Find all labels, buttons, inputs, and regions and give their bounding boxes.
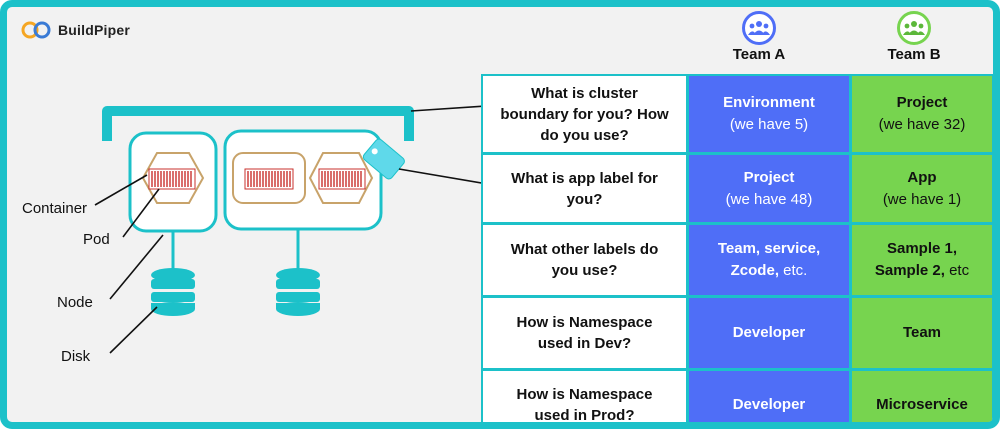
cluster-diagram xyxy=(94,105,487,354)
team-b-cell: Project (we have 32) xyxy=(852,76,992,152)
question-cell: What is cluster boundary for you? How do… xyxy=(483,76,686,152)
team-b-cell: Team xyxy=(852,298,992,368)
team-b-cell: Microservice xyxy=(852,371,992,422)
cluster-boundary-pointer-line xyxy=(410,105,487,112)
team-b-answer-line2: Sample 2, etc xyxy=(875,260,969,282)
team-a-answer-note: (we have 48) xyxy=(725,190,813,208)
team-a-answer-line2-main: Zcode, xyxy=(730,262,779,279)
team-a-label: Team A xyxy=(732,46,786,63)
disk-icon-2 xyxy=(276,268,320,316)
team-a-answer-main: Project xyxy=(743,168,795,186)
team-b-cell: Sample 1, Sample 2, etc xyxy=(852,225,992,295)
team-a-answer-line1: Team, service, xyxy=(717,240,821,258)
team-a-answer-note: (we have 5) xyxy=(729,116,809,133)
team-b-answer-note: (we have 1) xyxy=(882,190,962,208)
app-label-pointer-line xyxy=(398,168,487,185)
team-b-answer-line2-note: etc xyxy=(944,262,970,279)
team-a-answer-main: Developer xyxy=(732,324,806,342)
team-b-label: Team B xyxy=(887,46,941,63)
question-cell: What other labels do you use? xyxy=(483,225,686,295)
team-a-cell: Project (we have 48) xyxy=(689,155,849,222)
team-b-header: Team B xyxy=(859,11,969,63)
team-b-answer-main: Team xyxy=(902,324,942,342)
question-cell: How is Namespace used in Prod? xyxy=(483,371,686,422)
team-a-cell: Developer xyxy=(689,371,849,422)
team-b-answer-line2-main: Sample 2, xyxy=(874,262,945,279)
container-label: Container xyxy=(22,200,88,217)
team-b-answer-line1: Sample 1, xyxy=(886,240,958,258)
container-barcode-lines-2a xyxy=(247,171,291,187)
team-a-cell: Developer xyxy=(689,298,849,368)
disk-icon-1 xyxy=(151,268,195,316)
container-pointer-line xyxy=(94,174,148,206)
team-a-cell: Team, service, Zcode, etc. xyxy=(689,225,849,295)
pod-label: Pod xyxy=(83,231,110,248)
brand-name: BuildPiper xyxy=(58,22,131,38)
pod-pointer-line xyxy=(122,188,160,238)
team-a-answer-main: Environment xyxy=(723,94,815,112)
container-barcode-lines-1 xyxy=(151,171,192,187)
team-a-header: Team A xyxy=(704,11,814,63)
node-pointer-line xyxy=(109,234,164,300)
team-b-answer-main: Project xyxy=(896,94,948,112)
team-a-answer-main: Developer xyxy=(732,395,806,413)
node-label: Node xyxy=(57,294,93,311)
team-b-answer-main: Microservice xyxy=(876,395,968,413)
cluster-boundary-bracket xyxy=(102,106,414,141)
label-tag-icon xyxy=(362,138,405,180)
buildpiper-logo-icon xyxy=(21,21,51,39)
question-cell: What is app label for you? xyxy=(483,155,686,222)
disk-label: Disk xyxy=(61,348,91,365)
brand-logo: BuildPiper xyxy=(20,21,130,39)
comparison-table: What is cluster boundary for you? How do… xyxy=(481,74,993,422)
team-a-answer-line2-note: etc. xyxy=(778,262,808,279)
team-b-answer-note: (we have 32) xyxy=(878,116,966,133)
container-barcode-lines-2b xyxy=(321,171,362,187)
team-a-cell: Environment (we have 5) xyxy=(689,76,849,152)
team-a-group-icon xyxy=(742,11,776,45)
team-a-answer-line2: Zcode, etc. xyxy=(731,260,808,282)
team-b-cell: App (we have 1) xyxy=(852,155,992,222)
team-b-answer-main: App xyxy=(907,168,937,186)
disk-pointer-line xyxy=(109,306,158,354)
team-b-group-icon xyxy=(897,11,931,45)
question-cell: How is Namespace used in Dev? xyxy=(483,298,686,368)
